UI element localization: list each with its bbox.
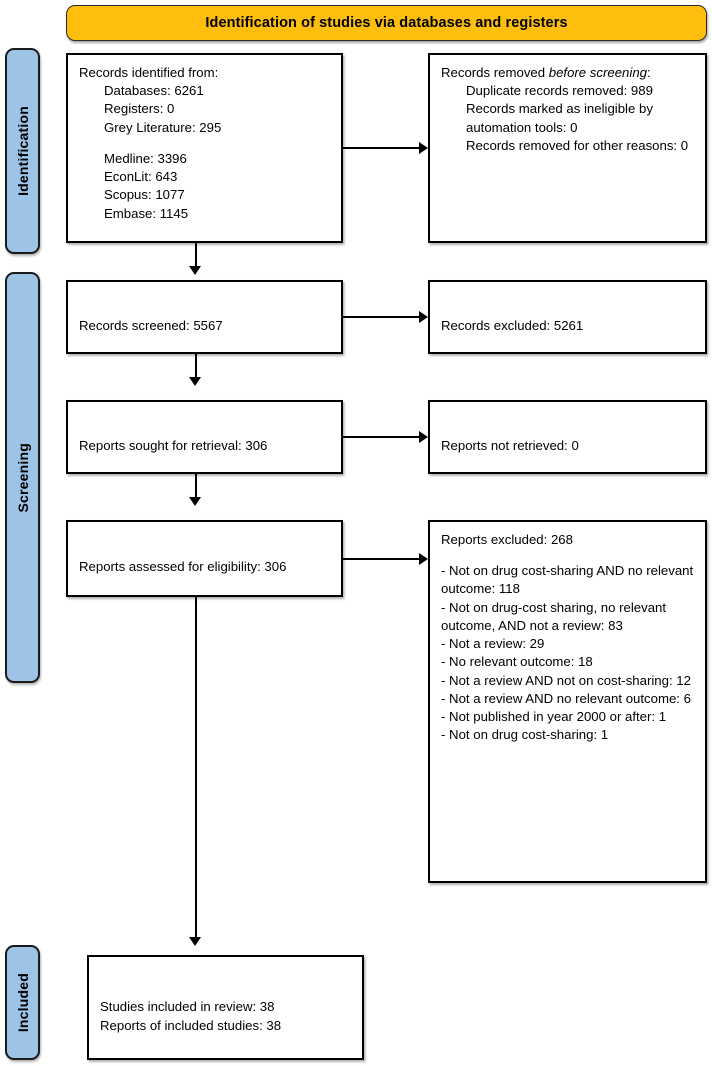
records-removed-other: Records removed for other reasons: 0 [466, 137, 689, 153]
connector-identified-to-removed [343, 147, 419, 149]
reports-excluded-reason-2: - Not on drug-cost sharing, no relevant … [441, 599, 667, 633]
box-reports-sought-for-retrieval: Reports sought for retrieval: 306 [66, 400, 343, 474]
spacer [79, 137, 330, 150]
reports-of-included-studies: Reports of included studies: 38 [100, 1017, 282, 1033]
connector-sought-to-not-retrieved [343, 436, 419, 438]
arrowhead-down-icon [189, 266, 201, 275]
reports-excluded-heading: Reports excluded: 268 [441, 532, 573, 547]
reports-assessed-text: Reports assessed for eligibility: 306 [79, 559, 287, 575]
arrowhead-right-icon [419, 553, 428, 565]
connector-screened-to-sought [195, 354, 197, 377]
connector-screened-to-excluded [343, 316, 419, 318]
box-records-screened: Records screened: 5567 [66, 280, 343, 354]
records-removed-automation: Records marked as ineligible by automati… [466, 101, 653, 135]
records-identified-econlit: EconLit: 643 [104, 169, 178, 185]
arrowhead-down-icon [189, 937, 201, 946]
box-records-identified: Records identified from: Databases: 6261… [66, 53, 343, 243]
reports-excluded-reason-7: - Not published in year 2000 or after: 1 [441, 708, 667, 724]
reports-excluded-reason-5: - Not a review AND not on cost-sharing: … [441, 672, 691, 688]
reports-sought-text: Reports sought for retrieval: 306 [79, 437, 268, 453]
arrowhead-right-icon [419, 311, 428, 323]
reports-excluded-reason-8: - Not on drug cost-sharing: 1 [441, 727, 609, 743]
diagram-header-banner: Identification of studies via databases … [66, 5, 707, 41]
records-removed-heading-part1: Records removed [441, 65, 549, 80]
box-reports-assessed-for-eligibility: Reports assessed for eligibility: 306 [66, 520, 343, 597]
stage-label-identification: Identification [5, 48, 40, 254]
arrowhead-right-icon [419, 431, 428, 443]
connector-assessed-to-reports-excluded [343, 558, 419, 560]
arrowhead-down-icon [189, 377, 201, 386]
stage-label-screening-text: Screening [14, 442, 31, 513]
stage-label-identification-text: Identification [14, 106, 31, 196]
records-identified-heading: Records identified from: [79, 65, 219, 80]
records-screened-text: Records screened: 5567 [79, 317, 223, 333]
reports-excluded-reason-6: - Not a review AND no relevant outcome: … [441, 690, 691, 706]
records-excluded-text: Records excluded: 5261 [441, 317, 584, 333]
stage-label-screening: Screening [5, 272, 40, 683]
reports-excluded-reason-1: - Not on drug cost-sharing AND no releva… [441, 563, 694, 597]
connector-identified-to-screened [195, 243, 197, 266]
reports-not-retrieved-text: Reports not retrieved: 0 [441, 437, 579, 453]
arrowhead-down-icon [189, 497, 201, 506]
box-studies-included: Studies included in review: 38 Reports o… [87, 955, 364, 1060]
records-removed-heading: Records removed before screening: [441, 64, 694, 82]
records-identified-databases: Databases: 6261 [104, 83, 204, 99]
records-identified-scopus: Scopus: 1077 [104, 187, 185, 203]
box-reports-not-retrieved: Reports not retrieved: 0 [428, 400, 707, 474]
box-records-removed-before-screening: Records removed before screening: Duplic… [428, 53, 707, 243]
reports-excluded-reason-4: - No relevant outcome: 18 [441, 654, 593, 670]
records-removed-duplicates: Duplicate records removed: 989 [466, 83, 653, 99]
diagram-title: Identification of studies via databases … [205, 15, 568, 31]
records-identified-grey-literature: Grey Literature: 295 [104, 119, 222, 135]
records-removed-heading-italic: before screening [548, 65, 647, 80]
records-identified-medline: Medline: 3396 [104, 150, 187, 166]
records-removed-heading-part2: : [647, 65, 651, 80]
stage-label-included-text: Included [14, 972, 31, 1033]
stage-label-included: Included [5, 945, 40, 1060]
spacer [441, 549, 694, 562]
connector-sought-to-assessed [195, 474, 197, 497]
box-reports-excluded-detailed: Reports excluded: 268 - Not on drug cost… [428, 520, 707, 883]
connector-assessed-to-included [195, 597, 197, 937]
box-records-excluded: Records excluded: 5261 [428, 280, 707, 354]
studies-included-in-review: Studies included in review: 38 [100, 999, 275, 1015]
records-identified-registers: Registers: 0 [104, 101, 175, 117]
reports-excluded-reason-3: - Not a review: 29 [441, 636, 545, 652]
records-identified-embase: Embase: 1145 [104, 205, 189, 221]
arrowhead-right-icon [419, 142, 428, 154]
